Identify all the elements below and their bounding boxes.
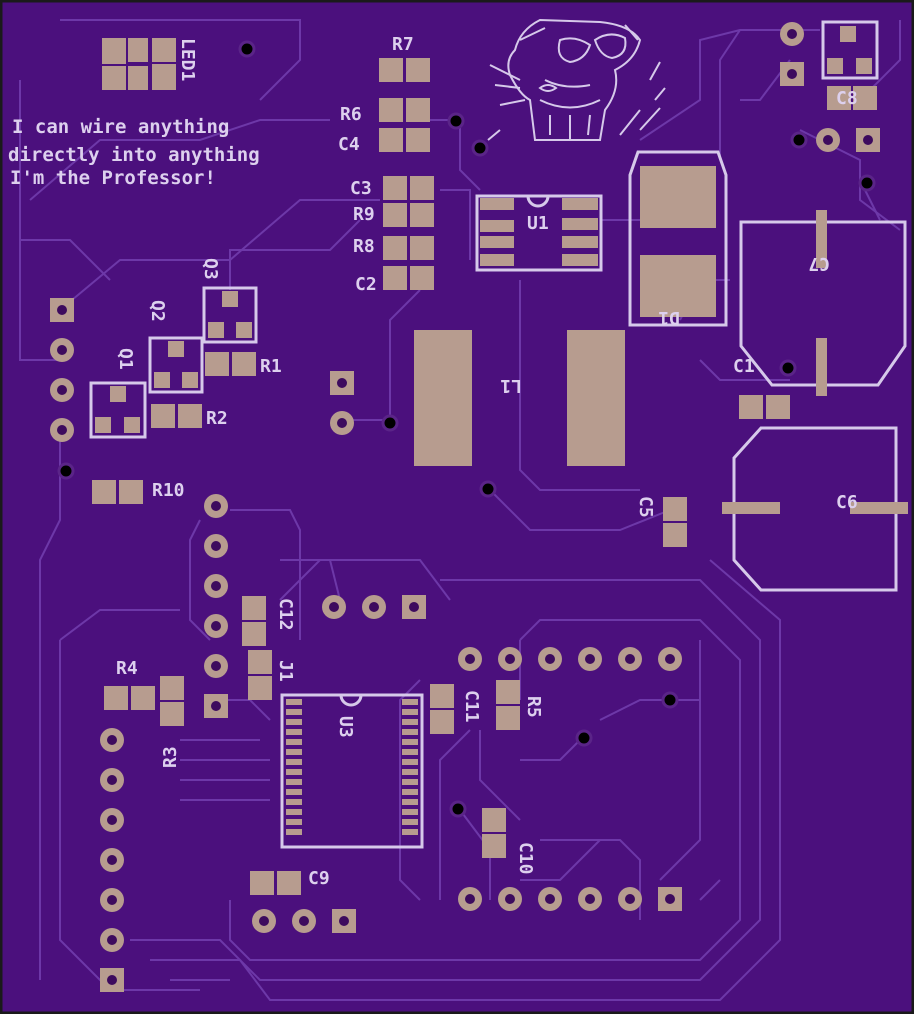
r9-footprint: R9 <box>353 203 434 227</box>
c12-label: C12 <box>275 598 296 631</box>
l1-label: L1 <box>500 375 522 396</box>
top-right-connector <box>780 22 880 192</box>
d1-footprint: D1 <box>628 150 728 328</box>
r10-label: R10 <box>152 480 185 501</box>
j1-header: J1 <box>204 494 296 718</box>
u1-label: U1 <box>527 213 549 234</box>
r4-footprint: R4 <box>104 658 155 710</box>
c7-label: C7 <box>808 253 830 274</box>
professor-portrait-icon <box>487 18 666 141</box>
r2-label: R2 <box>206 408 228 429</box>
lower-6pin-row <box>458 887 682 911</box>
c10-footprint: C10 <box>482 808 536 875</box>
bottom-3pin-header <box>252 909 356 933</box>
l1-side-connector <box>330 371 354 435</box>
via <box>479 480 497 498</box>
c12-footprint: C12 <box>242 596 296 646</box>
via <box>381 414 399 432</box>
c2-footprint: C2 <box>355 266 434 295</box>
d1-label: D1 <box>658 307 680 328</box>
c8-footprint: C8 <box>821 20 879 110</box>
c8-label: C8 <box>836 88 858 109</box>
r7-label: R7 <box>392 34 414 55</box>
q1-footprint: Q1 <box>89 348 147 439</box>
via <box>779 359 797 377</box>
q2-footprint: Q2 <box>147 300 204 394</box>
via <box>449 800 467 818</box>
led1-footprint: LED1 <box>102 38 198 90</box>
c7-footprint: C7 <box>739 210 907 396</box>
c10-label: C10 <box>515 842 536 875</box>
l1-footprint: L1 <box>414 330 625 466</box>
via <box>238 40 256 58</box>
r8-label: R8 <box>353 236 375 257</box>
via <box>447 112 465 130</box>
via <box>57 462 75 480</box>
motto-line-3: I'm the Professor! <box>10 167 216 189</box>
left-header-7pin <box>100 728 124 992</box>
r9-label: R9 <box>353 204 375 225</box>
c1-label: C1 <box>733 356 755 377</box>
r7-footprint: R7 <box>379 34 430 82</box>
r1-label: R1 <box>260 356 282 377</box>
c3-label: C3 <box>350 178 372 199</box>
c2-label: C2 <box>355 274 377 295</box>
q3-label: Q3 <box>200 258 221 280</box>
u3-footprint: U3 <box>280 693 424 849</box>
via <box>471 139 489 157</box>
r5-footprint: R5 <box>496 680 544 730</box>
c4-label: C4 <box>338 134 360 155</box>
j1-label: J1 <box>275 660 296 682</box>
r3-footprint: R3 <box>160 676 184 768</box>
upper-6pin-row <box>458 647 682 671</box>
c9-label: C9 <box>308 868 330 889</box>
q3-footprint: Q3 <box>200 258 258 344</box>
c6-label: C6 <box>836 492 858 513</box>
r10-footprint: R10 <box>92 480 185 504</box>
c5-footprint: C5 <box>635 496 687 547</box>
r3-label: R3 <box>160 746 181 768</box>
mid-3pin-header <box>322 595 426 619</box>
via <box>575 729 593 747</box>
motto-line-2: directly into anything <box>8 144 260 166</box>
r2-footprint: R2 <box>151 404 228 429</box>
c9-footprint: C9 <box>250 868 330 895</box>
j1-cap-footprint <box>248 650 272 700</box>
motto-text: I can wire anything directly into anythi… <box>8 116 260 189</box>
q1-label: Q1 <box>115 348 136 370</box>
r6-footprint: R6 <box>340 98 430 125</box>
q2-label: Q2 <box>147 300 168 322</box>
led1-label: LED1 <box>177 38 198 81</box>
via <box>661 691 679 709</box>
c5-label: C5 <box>635 496 656 518</box>
u3-label: U3 <box>335 716 356 738</box>
c6-footprint: C6 <box>722 426 908 592</box>
c1-footprint: C1 <box>733 356 790 419</box>
r4-label: R4 <box>116 658 138 679</box>
c4-footprint: C4 <box>338 128 430 155</box>
u1-footprint: U1 <box>475 194 603 272</box>
r8-footprint: R8 <box>353 236 434 260</box>
r1-footprint: R1 <box>205 352 282 377</box>
left-header-4pin <box>50 298 74 442</box>
motto-line-1: I can wire anything <box>12 116 229 138</box>
r6-label: R6 <box>340 104 362 125</box>
c11-footprint: C11 <box>430 684 482 734</box>
c11-label: C11 <box>461 690 482 723</box>
r5-label: R5 <box>523 696 544 718</box>
c3-footprint: C3 <box>350 176 434 200</box>
